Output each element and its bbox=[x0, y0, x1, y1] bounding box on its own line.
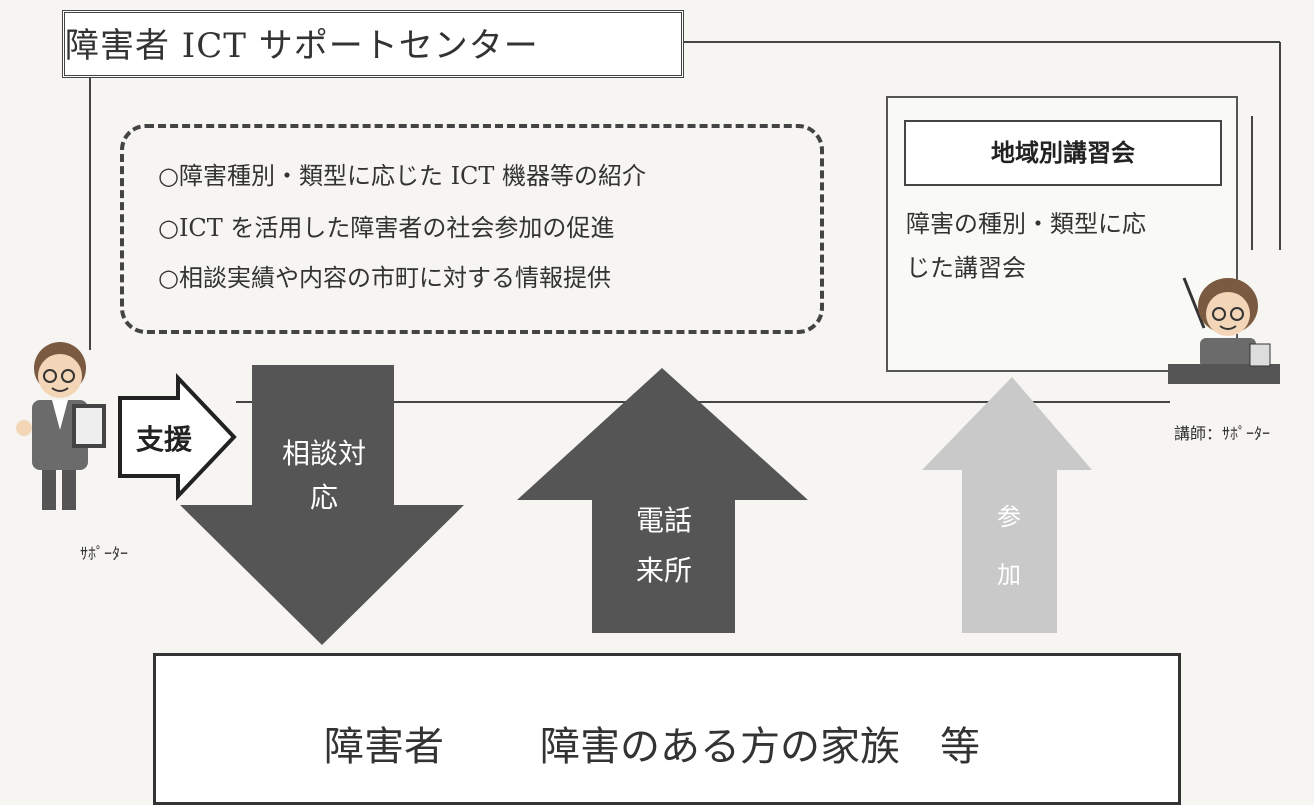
course-description: 障害の種別・類型に応 じた講習会 bbox=[906, 202, 1226, 290]
participate-label: 参 加 bbox=[997, 503, 1021, 589]
target-families: 障害のある方の家族 等 bbox=[540, 724, 980, 770]
supporter-label: ｻﾎﾟｰﾀｰ bbox=[80, 544, 129, 563]
ict-center-box bbox=[62, 10, 684, 78]
phone-arrow bbox=[517, 368, 808, 633]
support-label: 支援 bbox=[136, 423, 193, 456]
course-title: 地域別講習会 bbox=[904, 120, 1222, 186]
service-item-2: ○ICT を活用した障害者の社会参加の促進 bbox=[158, 214, 615, 242]
supporter-illustration bbox=[16, 342, 106, 510]
instructor-illustration bbox=[1168, 277, 1280, 384]
course-desc-line1: 障害の種別・類型に応 bbox=[906, 210, 1146, 238]
ict-center-title: 障害者 ICT サポートセンター bbox=[65, 26, 539, 66]
phone-label: 電話 来所 bbox=[635, 504, 692, 587]
instructor-label: 講師：ｻﾎﾟｰﾀｰ bbox=[1174, 424, 1271, 443]
support-arrow bbox=[118, 372, 237, 502]
participate-arrow bbox=[922, 377, 1092, 633]
consult-arrow bbox=[180, 365, 464, 645]
services-box: ○障害種別・類型に応じた ICT 機器等の紹介 ○ICT を活用した障害者の社会… bbox=[120, 124, 824, 334]
consult-label: 相談対 応 bbox=[281, 437, 366, 514]
course-desc-line2: じた講習会 bbox=[906, 254, 1026, 282]
service-item-3: ○相談実績や内容の市町に対する情報提供 bbox=[158, 264, 611, 292]
target-box: 障害者 障害のある方の家族 等 bbox=[153, 653, 1181, 805]
regional-course-box: 地域別講習会 障害の種別・類型に応 じた講習会 bbox=[886, 96, 1238, 372]
service-item-1: ○障害種別・類型に応じた ICT 機器等の紹介 bbox=[158, 162, 647, 190]
target-people: 障害者 bbox=[324, 724, 444, 770]
